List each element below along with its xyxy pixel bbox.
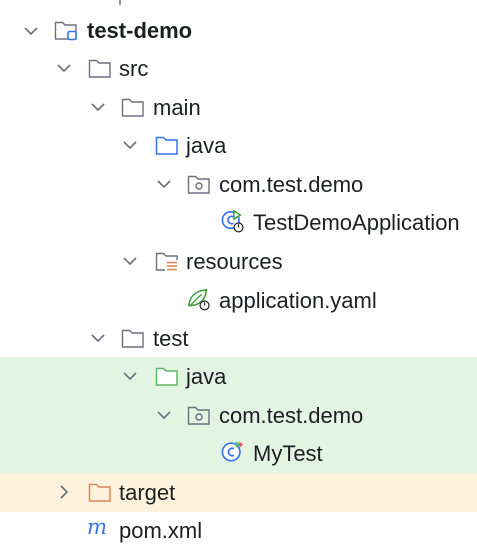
tree-node-package-test[interactable]: com.test.demo (0, 396, 477, 435)
tree-node-test-demo[interactable]: test-demo (0, 11, 477, 50)
tree-node-label: TestDemoApplication (253, 210, 460, 235)
chevron-down-icon[interactable] (121, 136, 139, 154)
tree-node-label: src (119, 56, 149, 81)
tree-node-label: application.yaml (219, 288, 377, 313)
tree-node-pom-xml[interactable]: m pom.xml (0, 511, 477, 549)
chevron-down-icon[interactable] (55, 59, 73, 77)
tree-node-java-main[interactable]: java (0, 126, 477, 165)
source-root-folder-icon (155, 136, 178, 155)
tree-node-label: MyTest (253, 441, 323, 466)
chevron-down-icon[interactable] (155, 406, 173, 424)
folder-icon (88, 59, 111, 78)
chevron-right-icon[interactable] (55, 483, 73, 501)
tree-node-my-test[interactable]: MyTest (0, 434, 477, 473)
excluded-folder-icon (88, 483, 111, 502)
package-icon (187, 175, 210, 194)
tree-node-label: test-demo (87, 18, 193, 43)
tree-node-label: main (153, 95, 201, 120)
tree-node-main[interactable]: main (0, 88, 477, 127)
maven-file-icon: m (87, 516, 107, 540)
tree-node-java-test[interactable]: java (0, 357, 477, 396)
tree-node-test[interactable]: test (0, 319, 477, 358)
tree-node-label: com.test.demo (219, 172, 364, 197)
package-icon (187, 406, 210, 425)
tree-node-target[interactable]: target (0, 473, 477, 512)
tree-node-label: com.test.demo (219, 403, 364, 428)
tree-node-label: target (119, 480, 176, 505)
resources-root-folder-icon (155, 252, 178, 272)
project-module-icon (54, 21, 77, 41)
tree-node-resources[interactable]: resources (0, 242, 477, 281)
chevron-down-icon[interactable] (155, 175, 173, 193)
tree-node-src[interactable]: src (0, 49, 477, 88)
folder-icon (121, 98, 144, 117)
chevron-down-icon[interactable] (121, 252, 139, 270)
chevron-down-icon[interactable] (89, 329, 107, 347)
svg-text:m: m (87, 516, 107, 540)
test-source-root-folder-icon (155, 367, 178, 386)
chevron-down-icon[interactable] (121, 367, 139, 385)
chevron-down-icon[interactable] (22, 22, 40, 40)
tree-node-test-demo-application[interactable]: TestDemoApplication (0, 203, 477, 242)
spring-boot-class-icon (221, 209, 244, 233)
folder-icon (121, 329, 144, 348)
chevron-down-icon[interactable] (89, 98, 107, 116)
tree-node-application-yaml[interactable]: application.yaml (0, 281, 477, 320)
tree-node-label: test (153, 326, 189, 351)
spring-config-file-icon (187, 288, 210, 311)
clipped-row-remnant (119, 0, 121, 5)
tree-node-label: resources (186, 249, 283, 274)
tree-node-label: java (186, 364, 227, 389)
tree-node-label: java (186, 133, 227, 158)
tree-node-package-main[interactable]: com.test.demo (0, 165, 477, 204)
tree-node-label: pom.xml (119, 518, 203, 543)
test-class-icon (221, 441, 244, 462)
